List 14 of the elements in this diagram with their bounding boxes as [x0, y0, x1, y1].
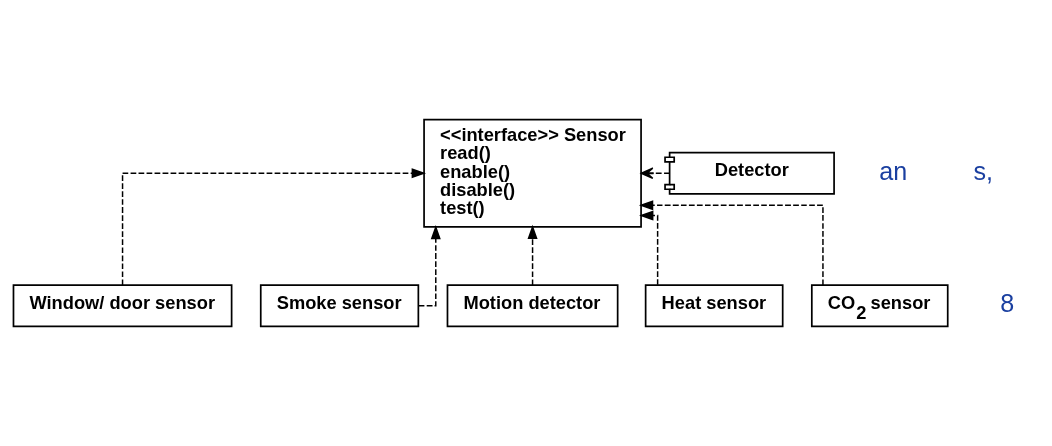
arrow [640, 166, 671, 179]
arrow [527, 224, 538, 286]
arrow [639, 209, 659, 286]
label: s, [973, 156, 993, 185]
arrow [121, 167, 426, 286]
arrow [638, 199, 824, 286]
node-box: Motion detector [446, 283, 619, 327]
label: an [879, 156, 908, 185]
arrow [417, 224, 441, 306]
node-box: Heat sensor [644, 283, 784, 327]
node-box: Window/ door sensor [12, 283, 233, 327]
node-box: Smoke sensor [259, 283, 420, 327]
node-box: <<interface>> Sensor read() enable() disable() test() [423, 118, 642, 228]
label: 8 [1000, 288, 1015, 317]
